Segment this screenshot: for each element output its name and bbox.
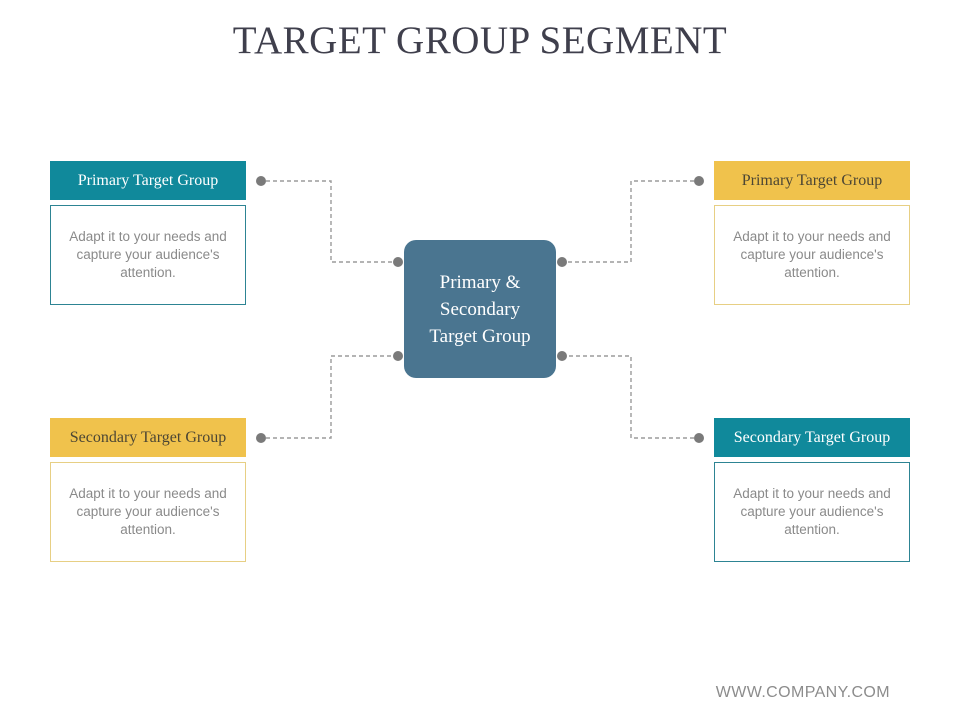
card-top-left-body-text: Adapt it to your needs and capture your …	[69, 229, 227, 280]
card-bottom-left-body-text: Adapt it to your needs and capture your …	[69, 486, 227, 537]
card-top-left-header: Primary Target Group	[50, 161, 246, 200]
card-top-right-body: Adapt it to your needs and capture your …	[714, 205, 910, 305]
dot-center-left-top	[393, 257, 403, 267]
dot-card-bottom-left	[256, 433, 266, 443]
dot-center-right-top	[557, 257, 567, 267]
dot-center-left-bottom	[393, 351, 403, 361]
card-bottom-right[interactable]: Secondary Target Group Adapt it to your …	[714, 418, 910, 562]
footer-url: WWW.COMPANY.COM	[715, 684, 890, 701]
center-node-line-1: Primary &	[439, 271, 521, 293]
card-bottom-right-header: Secondary Target Group	[714, 418, 910, 457]
dot-card-bottom-right	[694, 433, 704, 443]
center-node-line-3: Target Group	[429, 325, 531, 347]
card-bottom-left-body: Adapt it to your needs and capture your …	[50, 462, 246, 562]
center-node-label: Primary & Secondary Target Group	[429, 269, 530, 350]
connector-top-left-to-center	[266, 180, 394, 263]
center-node[interactable]: Primary & Secondary Target Group	[404, 240, 556, 378]
card-top-right-header: Primary Target Group	[714, 161, 910, 200]
card-top-left-body: Adapt it to your needs and capture your …	[50, 205, 246, 305]
card-bottom-right-body-text: Adapt it to your needs and capture your …	[733, 486, 891, 537]
card-top-left[interactable]: Primary Target Group Adapt it to your ne…	[50, 161, 246, 305]
connector-top-right-to-center	[566, 180, 694, 263]
card-bottom-left-header: Secondary Target Group	[50, 418, 246, 457]
connector-bottom-left-to-center	[266, 355, 394, 439]
card-top-right-body-text: Adapt it to your needs and capture your …	[733, 229, 891, 280]
card-bottom-right-body: Adapt it to your needs and capture your …	[714, 462, 910, 562]
center-node-line-2: Secondary	[439, 298, 521, 320]
connector-bottom-right-to-center	[566, 355, 694, 439]
card-top-right[interactable]: Primary Target Group Adapt it to your ne…	[714, 161, 910, 305]
page-title: TARGET GROUP SEGMENT	[232, 19, 728, 62]
dot-card-top-left	[256, 176, 266, 186]
dot-card-top-right	[694, 176, 704, 186]
card-bottom-left[interactable]: Secondary Target Group Adapt it to your …	[50, 418, 246, 562]
dot-center-right-bottom	[557, 351, 567, 361]
